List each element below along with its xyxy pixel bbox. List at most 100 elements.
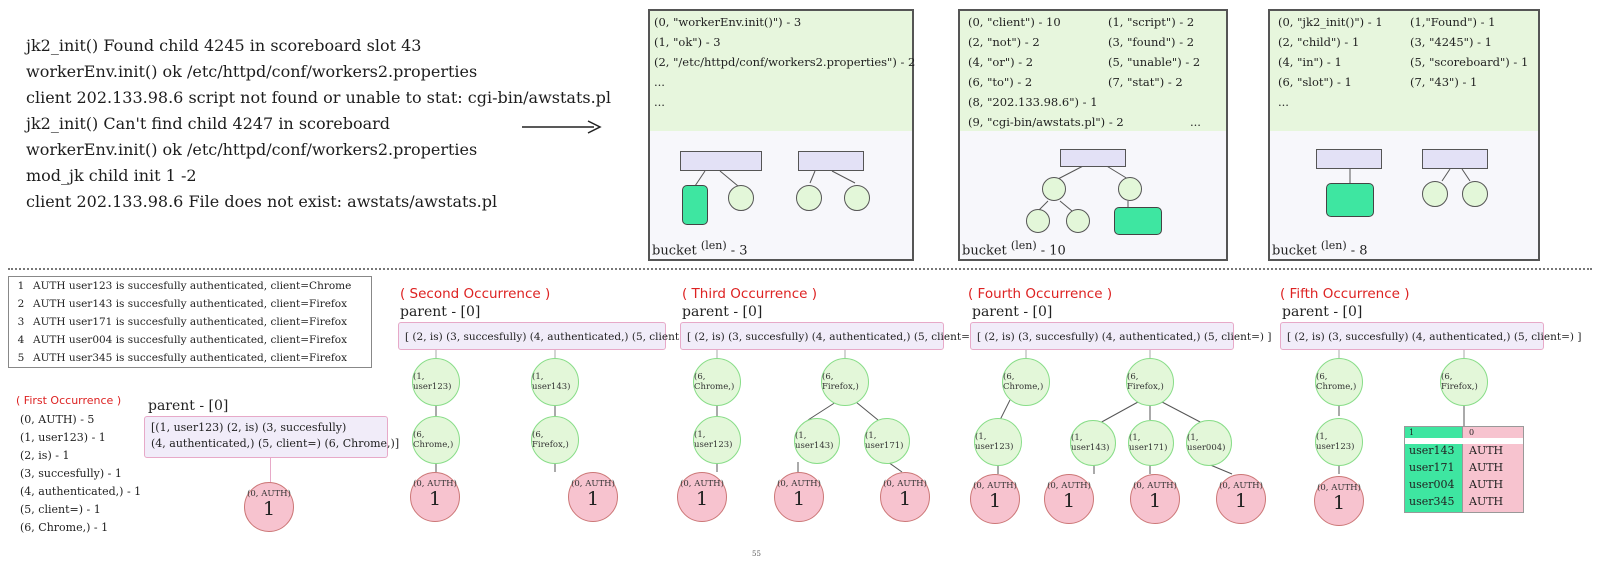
tree-edges	[1037, 164, 1129, 212]
row-text: AUTH user345 is succesfully authenticate…	[33, 352, 348, 364]
section-divider	[8, 268, 1592, 270]
root-node: (0, AUTH)1	[970, 474, 1020, 524]
row-number: 2	[17, 298, 25, 310]
tree-node: (1, user123)	[412, 358, 460, 406]
panel-token-list	[960, 11, 1226, 131]
hash-node	[1422, 149, 1488, 169]
token-entry: ...	[1278, 95, 1289, 109]
token-sequence-box: [ (2, is) (3, succesfully) (4, authentic…	[680, 322, 981, 350]
freq-entry: (0, AUTH) - 5	[20, 413, 95, 426]
parent-label: parent - [0]	[1282, 304, 1363, 320]
bucket-panel-1: (0, "workerEnv.init()") - 3 (1, "ok") - …	[648, 9, 915, 261]
tree-node: (1, user123)	[974, 418, 1022, 466]
tree-edges	[694, 170, 856, 187]
tree-node	[796, 185, 822, 211]
tree-node: (6, Firefox,)	[821, 358, 869, 406]
hash-node	[1060, 149, 1126, 167]
token-sequence-line: (4, authenticated,) (5, client=) (6, Chr…	[151, 437, 400, 450]
bucket-panel-3: (0, "jk2_init()") - 1 (2, "child") - 1 (…	[1268, 9, 1540, 261]
tree-node: (1, user004)	[1186, 420, 1232, 466]
parent-label: parent - [0]	[400, 304, 481, 320]
parent-label: parent - [0]	[148, 398, 229, 414]
tree-node: (1, user171)	[1128, 420, 1174, 466]
bucket-label: bucket (len) - 3	[652, 239, 748, 259]
token-entry: (1,"Found") - 1	[1410, 15, 1496, 29]
tree-node	[1026, 209, 1050, 233]
token-entry: (1, "script") - 2	[1108, 15, 1195, 29]
fourth-occurrence-title: ( Fourth Occurrence )	[968, 286, 1113, 302]
root-node: (0, AUTH)1	[1044, 474, 1094, 524]
token-sequence-box: [ (2, is) (3, succesfully) (4, authentic…	[398, 322, 699, 350]
parent-label: parent - [0]	[682, 304, 763, 320]
freq-entry: (6, Chrome,) - 1	[20, 521, 109, 534]
token-entry: (4, "or") - 2	[968, 55, 1034, 69]
right-arrow-icon	[522, 120, 602, 134]
token-sequence-line: [(1, user123) (2, is) (3, succesfully)	[151, 421, 347, 434]
token-entry: (2, "not") - 2	[968, 35, 1040, 49]
row-text: AUTH user171 is succesfully authenticate…	[33, 316, 348, 328]
leaf-node	[682, 185, 708, 225]
token-entry: (7, "stat") - 2	[1108, 75, 1183, 89]
tree-node	[1118, 177, 1142, 201]
footer-mark: 55	[752, 550, 761, 558]
tree-edge	[270, 458, 271, 484]
root-node: (0, AUTH)1	[1314, 476, 1364, 526]
token-entry: (1, "ok") - 3	[654, 35, 721, 49]
root-node: (0, AUTH)1	[1216, 474, 1266, 524]
log-line: client 202.133.98.6 File does not exist:…	[26, 192, 498, 211]
freq-entry: (2, is) - 1	[20, 449, 70, 462]
tree-node	[1042, 177, 1066, 201]
hash-node	[798, 151, 864, 171]
bucket-panel-2: (0, "client") - 10 (2, "not") - 2 (4, "o…	[958, 9, 1228, 261]
root-node: (0, AUTH)1	[410, 472, 460, 522]
log-line: jk2_init() Can't find child 4247 in scor…	[26, 114, 391, 133]
token-sequence-box: [ (2, is) (3, succesfully) (4, authentic…	[1280, 322, 1581, 350]
tree-node: (1, user123)	[693, 416, 741, 464]
token-entry: (5, "scoreboard") - 1	[1410, 55, 1529, 69]
tree-node: (6, Firefox,)	[531, 416, 579, 464]
panel-token-list	[1270, 11, 1538, 131]
token-entry: (0, "jk2_init()") - 1	[1278, 15, 1383, 29]
root-node: (0, AUTH)1	[677, 472, 727, 522]
token-entry: (2, "child") - 1	[1278, 35, 1360, 49]
row-text: AUTH user004 is succesfully authenticate…	[33, 334, 348, 346]
freq-entry: (3, succesfully) - 1	[20, 467, 122, 480]
tree-node: (6, Chrome,)	[1002, 358, 1050, 406]
tree-node	[728, 185, 754, 211]
root-node: (0, AUTH)1	[568, 472, 618, 522]
row-number: 4	[17, 334, 25, 346]
tree-node	[1066, 209, 1090, 233]
token-entry: (5, "unable") - 2	[1108, 55, 1201, 69]
freq-entry: (4, authenticated,) - 1	[20, 485, 142, 498]
log-line: workerEnv.init() ok /etc/httpd/conf/work…	[26, 62, 478, 81]
tree-node	[1462, 181, 1488, 207]
token-entry: (7, "43") - 1	[1410, 75, 1478, 89]
root-node: (0, AUTH)1	[244, 482, 294, 532]
tree-node: (1, user143)	[531, 358, 579, 406]
token-entry: ...	[654, 75, 665, 89]
tree-edges	[1338, 350, 1465, 474]
log-line: workerEnv.init() ok /etc/httpd/conf/work…	[26, 140, 478, 159]
hash-node	[680, 151, 762, 171]
token-entry: (0, "client") - 10	[968, 15, 1061, 29]
tree-node: (1, user143)	[1070, 420, 1116, 466]
token-sequence-box: [ (2, is) (3, succesfully) (4, authentic…	[970, 322, 1271, 350]
tree-node: (1, user171)	[864, 418, 910, 464]
log-line: client 202.133.98.6 script not found or …	[26, 88, 612, 107]
tree-node	[844, 185, 870, 211]
leaf-node	[1326, 183, 1374, 217]
first-occurrence-title: ( First Occurrence )	[16, 394, 122, 407]
token-entry: (3, "found") - 2	[1108, 35, 1195, 49]
token-entry: ...	[1190, 115, 1201, 129]
token-entry: (4, "in") - 1	[1278, 55, 1342, 69]
token-entry: (6, "slot") - 1	[1278, 75, 1352, 89]
